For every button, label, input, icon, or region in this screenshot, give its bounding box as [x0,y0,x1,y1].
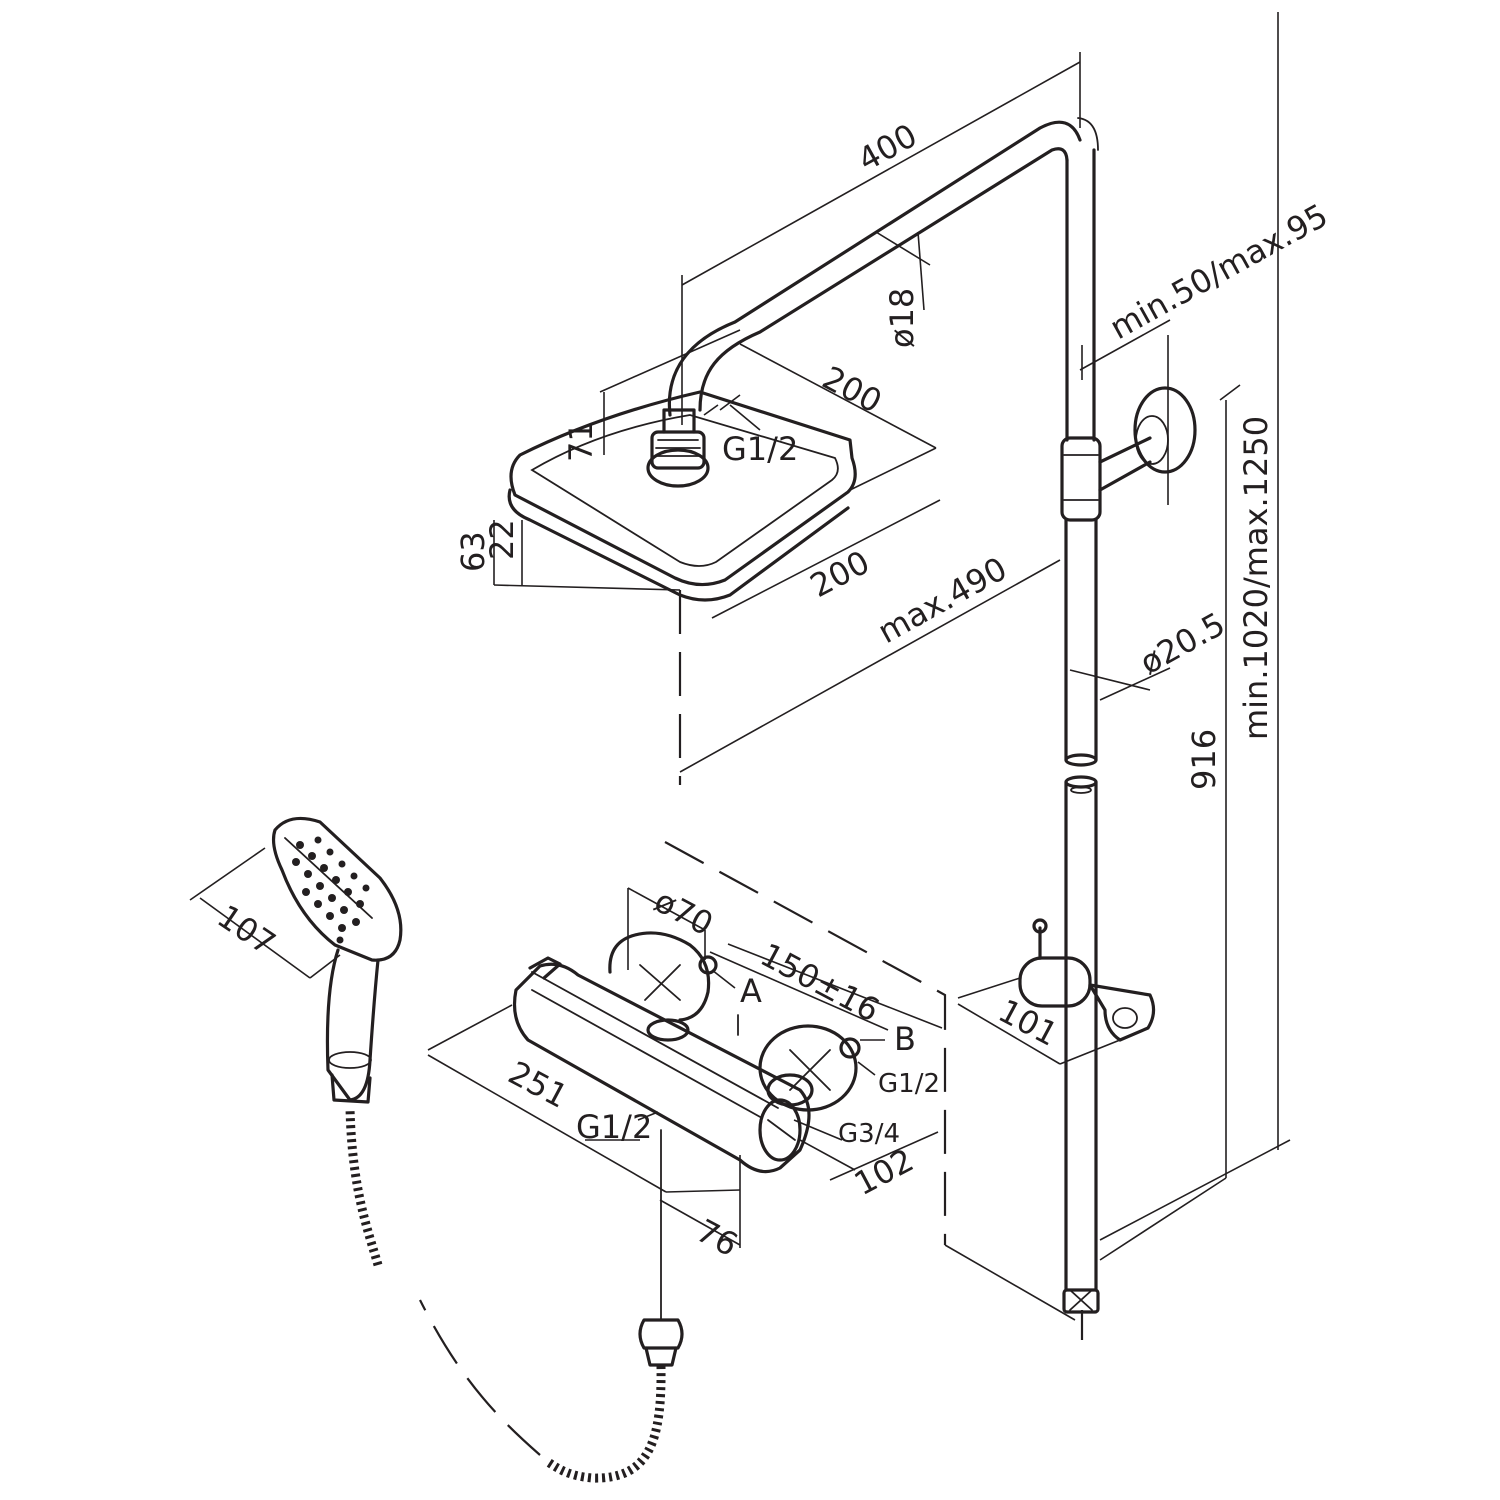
slide-rail [1062,518,1100,1314]
shower-hose [545,1365,666,1483]
label-head-thickness: 63 [454,531,492,572]
label-outlet-thread: G3/4 [838,1119,900,1149]
label-head-height: 71 [562,421,600,462]
label-head-depth: 200 [804,543,876,605]
label-total-height: min.1020/max.1250 [1237,416,1275,740]
thermostatic-valve [512,931,861,1174]
dimension-lines [189,12,1291,1340]
label-valve-depth: 102 [848,1141,920,1203]
label-inlet-b-thread: G1/2 [878,1069,940,1099]
hand-shower-nozzles [292,836,370,944]
label-arm-diameter: ø18 [883,288,921,348]
label-outlet-offset: 76 [690,1212,744,1265]
label-connection-spacing: 150±16 [754,936,885,1030]
label-hand-shower-width: 107 [211,897,283,963]
label-rail-lower-length: 916 [1185,729,1223,790]
label-head-thread: G1/2 [722,430,798,468]
hand-shower-holder [1018,918,1156,1042]
label-head-reach: max.490 [871,549,1013,651]
label-rail-diameter: ø20.5 [1133,605,1231,682]
label-bottom-outlet-thread: G1/2 [576,1108,652,1146]
hand-shower [271,816,403,1104]
overhead-arm [667,117,1099,442]
label-inlet-a: A [740,972,762,1010]
label-valve-length: 251 [502,1054,574,1116]
hose-connector [638,1129,684,1367]
label-head-width: 200 [816,359,888,421]
label-wall-offset: min.50/max.95 [1103,196,1334,347]
hose-dashed-continuation [419,1299,541,1456]
shower-hose-upper [345,1107,383,1267]
label-head-edge: 22 [483,519,521,560]
dimension-labels: 400 ø18 200 200 71 63 22 G1/2 min.50/max… [211,116,1335,1264]
label-inlet-b: B [894,1020,916,1058]
wall-bracket [1060,386,1197,522]
